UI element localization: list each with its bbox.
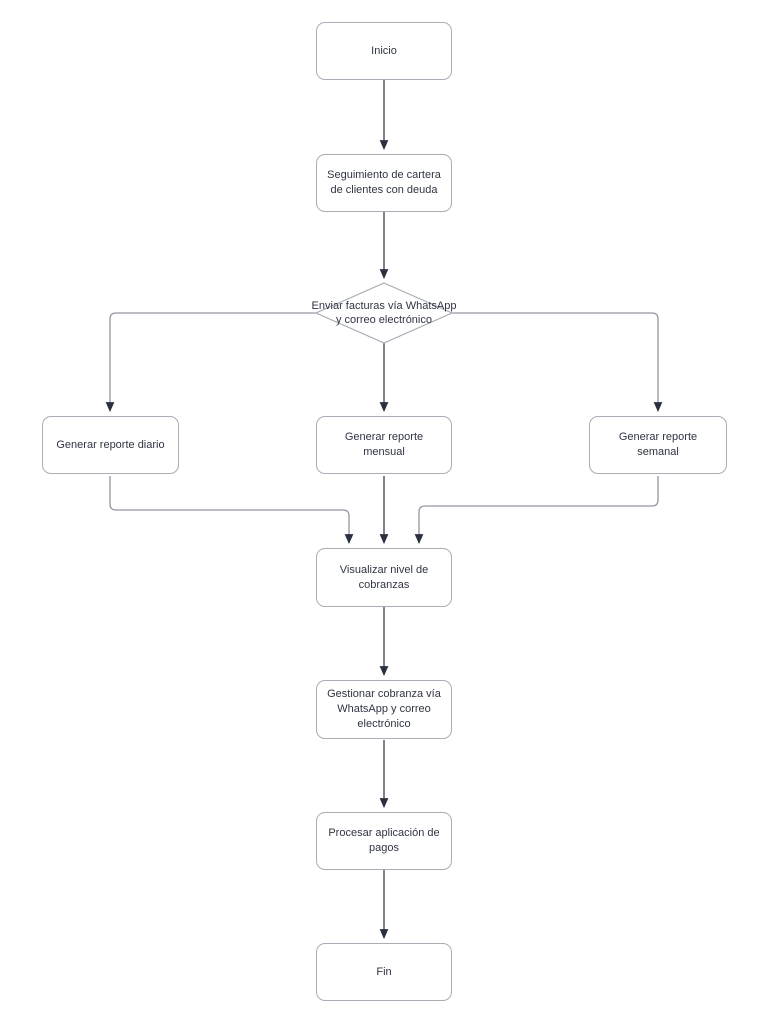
node-diario: Generar reporte diario: [42, 416, 179, 474]
node-gestionar-label: Gestionar cobranza vía WhatsApp y correo…: [327, 688, 441, 730]
node-fin: Fin: [316, 943, 452, 1001]
node-semanal-label: Generar reporte semanal: [618, 431, 698, 458]
node-mensual: Generar reporte mensual: [316, 416, 452, 474]
node-procesar-label: Procesar aplicación de pagos: [328, 827, 440, 854]
node-diario-label: Generar reporte diario: [56, 438, 165, 451]
node-enviar-label: Enviar facturas vía WhatsApp y correo el…: [311, 299, 457, 326]
edge-enviar-diario: [105, 312, 316, 413]
edge-semanal-visualizar: [414, 476, 659, 545]
node-mensual-label: Generar reporte mensual: [344, 431, 424, 458]
node-seguimiento-label: Seguimiento de cartera de clientes con d…: [327, 169, 441, 196]
node-inicio: Inicio: [316, 22, 452, 80]
node-gestionar: Gestionar cobranza vía WhatsApp y correo…: [316, 680, 452, 739]
decision-diamond-shape: [314, 282, 454, 344]
edge-enviar-semanal: [452, 312, 663, 413]
node-visualizar-label: Visualizar nivel de cobranzas: [339, 563, 429, 591]
node-visualizar: Visualizar nivel de cobranzas: [316, 548, 452, 607]
node-inicio-label: Inicio: [371, 44, 397, 57]
node-procesar: Procesar aplicación de pagos: [316, 812, 452, 870]
node-seguimiento: Seguimiento de cartera de clientes con d…: [316, 154, 452, 212]
node-semanal: Generar reporte semanal: [589, 416, 727, 474]
edge-diario-visualizar: [109, 476, 354, 545]
node-fin-label: Fin: [376, 965, 392, 978]
node-enviar-decision: Enviar facturas vía WhatsApp y correo el…: [310, 289, 458, 337]
